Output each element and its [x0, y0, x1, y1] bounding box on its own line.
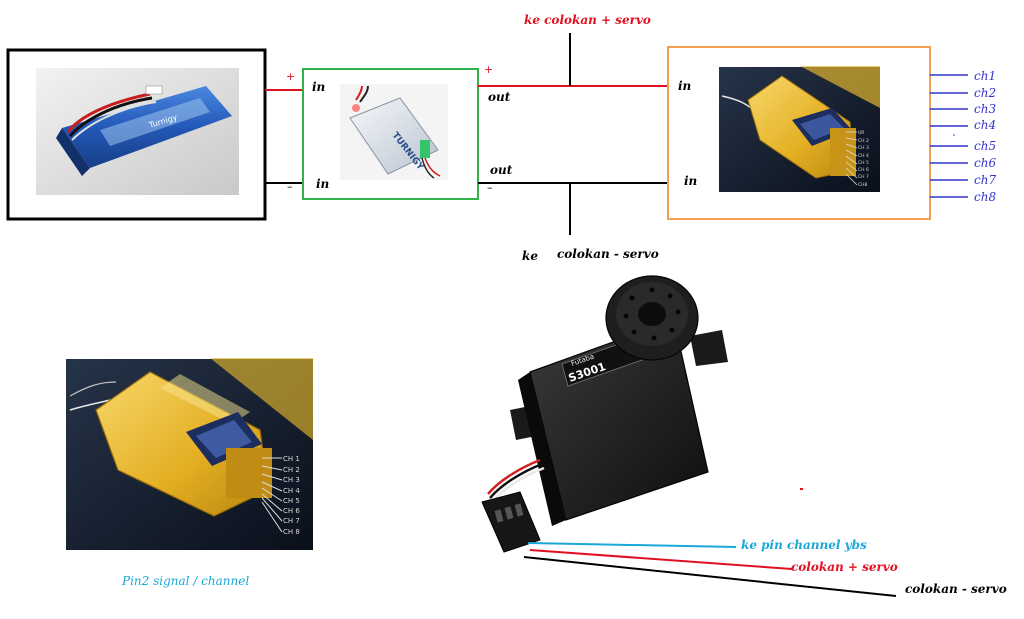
channel-label: ch3	[974, 102, 997, 116]
battery-photo: Turnigy	[36, 68, 239, 195]
channel-label: ch6	[974, 156, 997, 170]
channel-label: ch4	[974, 118, 997, 132]
receiver-large-pin-label: CH 5	[283, 497, 300, 505]
stray-dot	[953, 134, 955, 136]
receiver-large-pin-label: CH 7	[283, 517, 300, 525]
minus-wire-line	[523, 556, 897, 597]
servo-minus-label: colokan - servo	[905, 582, 1007, 596]
receiver-caption: Pin2 signal / channel	[122, 574, 250, 588]
receiver-large-pin-label: CH 6	[283, 507, 300, 515]
receiver-small-pin-label: UR	[858, 130, 864, 136]
receiver-large-pin-label: CH 4	[283, 487, 300, 495]
receiver-small-pin-label: CH8	[858, 182, 868, 188]
signal-wire-line	[527, 542, 737, 548]
ubec-in-top-label: in	[312, 80, 326, 94]
servo-plus-label: colokan + servo	[791, 560, 898, 574]
receiver-small-pin-label: CH 6	[858, 167, 869, 173]
channel-label: ch7	[974, 173, 997, 187]
plus-sign-ubec: +	[484, 63, 494, 76]
channel-label: ch1	[974, 69, 997, 83]
receiver-small-photo: UR CH 2 CH 3 CH 4 CH 5 CH 6 CH 7 CH8	[719, 66, 880, 192]
receiver-small-pin-label: CH 7	[858, 174, 869, 180]
receiver-large-photo: CH 1 CH 2 CH 3 CH 4 CH 5 CH 6 CH 7 CH 8	[66, 358, 313, 550]
ubec-out-top-label: out	[488, 90, 511, 104]
receiver-in-top-label: in	[678, 79, 692, 93]
channel-label: ch8	[974, 190, 997, 204]
plus-wire-line	[529, 549, 793, 570]
receiver-small-pin-label: CH 5	[858, 160, 869, 166]
channel-lines	[930, 74, 968, 198]
receiver-large-pin-label: CH 3	[283, 476, 300, 484]
minus-sign-battery: –	[287, 180, 293, 193]
label-servo-minus-ke: ke	[522, 249, 538, 263]
label-servo-plus: ke colokan + servo	[524, 13, 651, 27]
stray-red-mark	[800, 488, 803, 490]
ubec-photo: TURNIGY	[340, 84, 448, 180]
receiver-large-pin-label: CH 8	[283, 528, 300, 536]
plus-sign-battery: +	[286, 70, 296, 83]
receiver-in-bottom-label: in	[684, 174, 698, 188]
servo-signal-label: ke pin channel ybs	[741, 538, 867, 552]
label-servo-minus: colokan - servo	[557, 247, 659, 261]
minus-sign-ubec: –	[487, 181, 493, 194]
receiver-small-pin-label: CH 2	[858, 138, 869, 144]
channel-label: ch5	[974, 139, 997, 153]
ubec-out-bottom-label: out	[490, 163, 513, 177]
receiver-small-pin-label: CH 3	[858, 145, 869, 151]
receiver-large-pin-label: CH 2	[283, 466, 300, 474]
servo-photo: Futaba S3001	[481, 275, 728, 553]
ubec-in-bottom-label: in	[316, 177, 330, 191]
receiver-large-pin-label: CH 1	[283, 455, 300, 463]
receiver-small-pin-label: CH 4	[858, 153, 869, 159]
channel-label: ch2	[974, 86, 997, 100]
